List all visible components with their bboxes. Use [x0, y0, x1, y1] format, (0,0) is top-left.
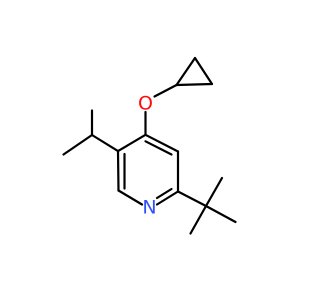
bond-c4-c5 [116, 133, 147, 153]
bond-tbu-me3 [189, 204, 208, 235]
bond-o-cp [153, 83, 178, 98]
bond-tbu-me2 [204, 204, 237, 224]
bond-c6-n1 [117, 189, 144, 206]
molecule-diagram: O N [62, 56, 237, 235]
bond-n1-c2 [155, 190, 180, 206]
bond-n1-c2-inner [155, 187, 173, 200]
bond-c3-c4-inner [144, 140, 173, 156]
bond-cp-1 [175, 82, 214, 87]
bond-tbu-me1 [204, 176, 224, 208]
bond-c2-tbu [176, 190, 208, 208]
bond-c3-c4 [144, 133, 180, 153]
bond-c5-c6 [116, 150, 120, 192]
structure-canvas: O N [62, 56, 237, 235]
nitrogen-atom-label: N [142, 197, 156, 219]
bond-cp-2 [193, 56, 214, 86]
bond-lines [62, 56, 237, 235]
bond-cp-3 [175, 56, 197, 87]
bond-ipr-me2 [62, 133, 94, 156]
oxygen-atom-label: O [138, 93, 153, 115]
bond-c5-ipr [90, 133, 120, 153]
